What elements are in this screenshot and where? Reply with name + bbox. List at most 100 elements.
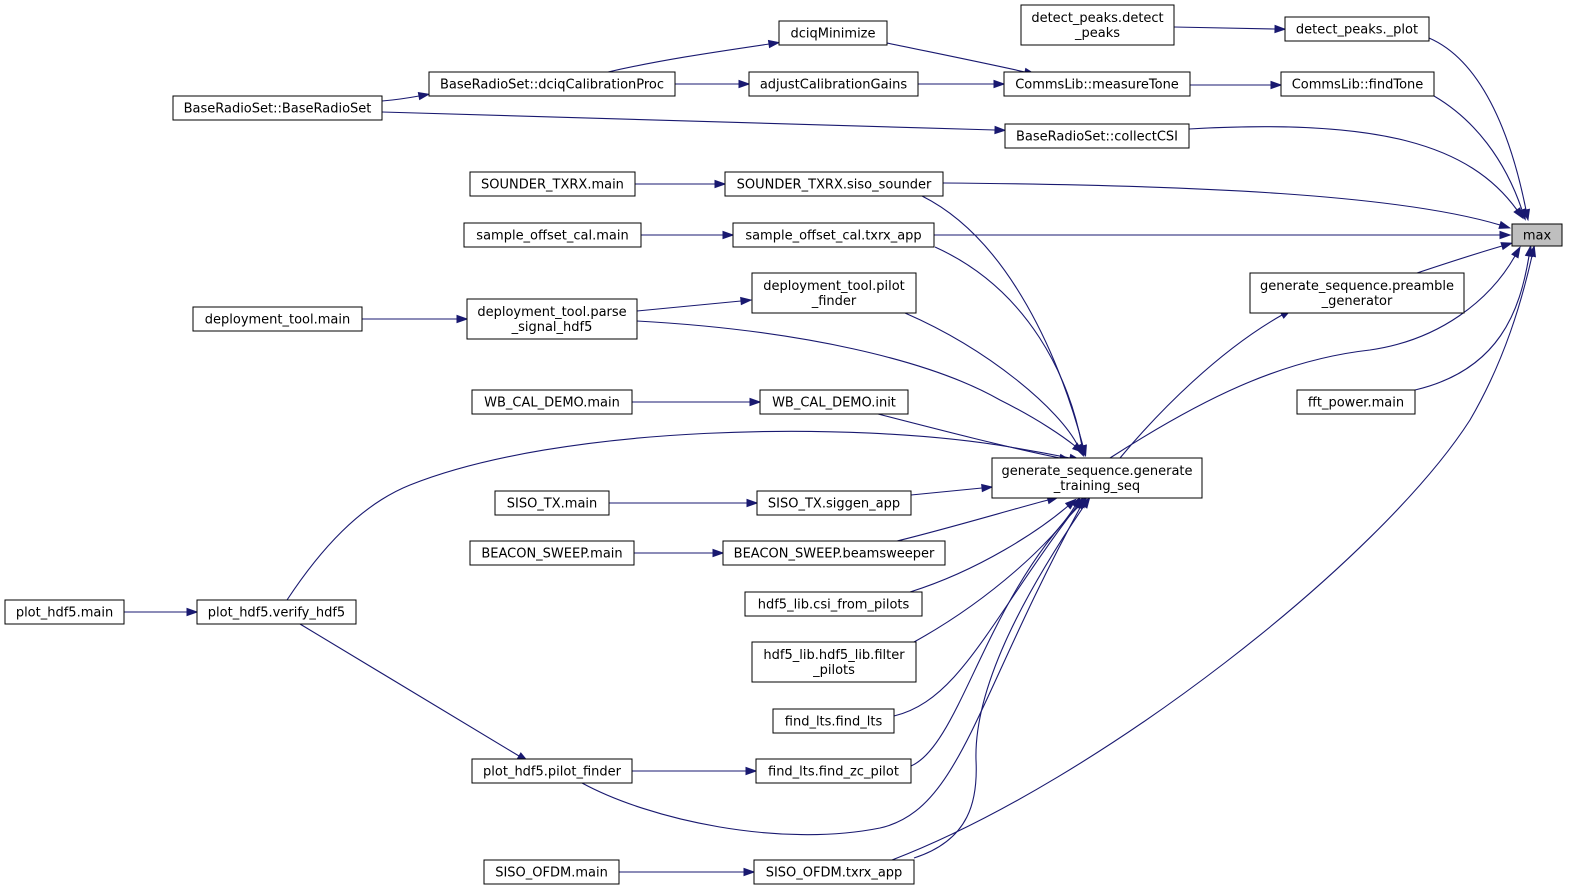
node-fft-power-main[interactable]: fft_power.main [1296, 389, 1416, 415]
node-sounder-txrx-main[interactable]: SOUNDER_TXRX.main [469, 171, 636, 197]
node-sounder-txrx-siso-sounder[interactable]: SOUNDER_TXRX.siso_sounder [724, 171, 944, 197]
edge-line [913, 505, 1076, 643]
node-box [732, 222, 935, 248]
node-box [466, 298, 638, 340]
node-label: generate_sequence.preamble [1260, 279, 1454, 294]
node-box [1249, 272, 1465, 314]
node-dciqminimize[interactable]: dciqMinimize [778, 20, 888, 46]
node-box [759, 389, 909, 415]
node-generate-sequence-generate-training-seq[interactable]: generate_sequence.generate_training_seq [991, 457, 1203, 499]
node-baseradioset-collectcsi[interactable]: BaseRadioSet::collectCSI [1004, 123, 1190, 149]
node-label: plot_hdf5.verify_hdf5 [208, 606, 345, 621]
node-label: detect_peaks.detect [1031, 11, 1163, 26]
node-siso-ofdm-txrx-app[interactable]: SISO_OFDM.txrx_app [753, 859, 915, 885]
arrowhead-icon [994, 125, 1007, 135]
node-sample-offset-cal-txrx-app[interactable]: sample_offset_cal.txrx_app [732, 222, 935, 248]
edge-line [581, 505, 1082, 836]
node-plot-hdf5-verify-hdf5[interactable]: plot_hdf5.verify_hdf5 [196, 599, 357, 625]
node-plot-hdf5-pilot-finder[interactable]: plot_hdf5.pilot_finder [471, 758, 633, 784]
arrowhead-icon [746, 498, 759, 508]
node-label: SISO_OFDM.txrx_app [766, 866, 903, 881]
edge-deployment_tool_main-to-deployment_tool_parse_signal_hdf5 [362, 314, 469, 324]
node-adjustcalibrationgains[interactable]: adjustCalibrationGains [748, 71, 919, 97]
nodes-layer: max detect_peaks._plot detect_peaks.detect… [4, 4, 1563, 885]
edge-line [636, 320, 1076, 447]
node-hdf5-lib-csi-from-pilots[interactable]: hdf5_lib.csi_from_pilots [744, 591, 923, 617]
node-label: WB_CAL_DEMO.init [772, 396, 896, 411]
edge-sounder_txrx_siso_sounder-to-max [942, 182, 1512, 229]
edge-beacon_sweep_main-to-beacon_sweep_beamsweeper [634, 548, 725, 558]
edge-line [1433, 95, 1523, 211]
edge-deployment_tool_parse_signal_hdf5-to-generate_sequence_generate_training_seq [636, 320, 1084, 454]
node-label: _finder [811, 294, 857, 309]
arrowhead-icon [738, 79, 751, 89]
edge-generate_sequence_generate_training_seq-to-max [1109, 245, 1521, 459]
node-deployment-tool-main[interactable]: deployment_tool.main [192, 306, 363, 332]
arrowhead-icon [749, 397, 762, 407]
node-baseradioset-dciqcalibrationproc[interactable]: BaseRadioSet::dciqCalibrationProc [428, 71, 676, 97]
node-label: deployment_tool.main [205, 313, 351, 328]
node-find-lts-find-lts[interactable]: find_lts.find_lts [772, 708, 895, 734]
node-hdf5-lib-filter-pilots[interactable]: hdf5_lib.hdf5_lib.filter_pilots [751, 641, 917, 683]
node-siso-tx-main[interactable]: SISO_TX.main [494, 490, 610, 516]
arrowhead-icon [186, 607, 199, 617]
arrowhead-icon [1511, 245, 1521, 259]
node-label: fft_power.main [1308, 396, 1404, 411]
node-commslib-findtone[interactable]: CommsLib::findTone [1280, 71, 1435, 97]
node-box [471, 758, 633, 784]
node-deployment-tool-pilot-finder[interactable]: deployment_tool.pilot_finder [751, 272, 917, 314]
node-deployment-tool-parse-signal-hdf5[interactable]: deployment_tool.parse_signal_hdf5 [466, 298, 638, 340]
node-box [778, 20, 888, 46]
node-box [751, 272, 917, 314]
node-wb-cal-demo-init[interactable]: WB_CAL_DEMO.init [759, 389, 909, 415]
node-box [751, 641, 917, 683]
node-find-lts-find-zc-pilot[interactable]: find_lts.find_zc_pilot [755, 758, 912, 784]
node-beacon-sweep-beamsweeper[interactable]: BEACON_SWEEP.beamsweeper [722, 540, 946, 566]
node-label: find_lts.find_zc_pilot [768, 765, 899, 780]
node-box [1004, 123, 1190, 149]
node-box [991, 457, 1203, 499]
node-generate-sequence-preamble-generator[interactable]: generate_sequence.preamble_generator [1249, 272, 1465, 314]
node-max: max [1511, 223, 1563, 247]
edge-siso_tx_siggen_app-to-generate_sequence_generate_training_seq [910, 483, 994, 496]
arrowhead-icon [767, 39, 781, 49]
edge-detect_peaks_detect_peaks-to-detect_peaks_plot [1173, 24, 1287, 34]
arrowhead-icon [1498, 220, 1512, 229]
node-plot-hdf5-main[interactable]: plot_hdf5.main [4, 599, 125, 625]
node-label: _signal_hdf5 [511, 320, 593, 335]
node-box [483, 859, 620, 885]
node-label: SISO_TX.siggen_app [768, 497, 900, 512]
node-box [753, 859, 915, 885]
node-detect-peaks-detect-peaks[interactable]: detect_peaks.detect_peaks [1020, 4, 1175, 46]
edge-plot_hdf5_verify_hdf5-to-plot_hdf5_pilot_finder [299, 623, 529, 762]
node-commslib-measuretone[interactable]: CommsLib::measureTone [1003, 71, 1191, 97]
node-label: detect_peaks._plot [1296, 23, 1418, 38]
node-box [756, 490, 912, 516]
node-siso-ofdm-main[interactable]: SISO_OFDM.main [483, 859, 620, 885]
node-label: SOUNDER_TXRX.main [481, 178, 624, 193]
edge-line [910, 505, 1080, 767]
edge-line [904, 312, 1079, 447]
node-label: _generator [1321, 294, 1393, 309]
node-detect-peaks-plot[interactable]: detect_peaks._plot [1284, 16, 1430, 42]
edge-generate_sequence_preamble_generator-to-max [1416, 242, 1514, 274]
node-label: _peaks [1074, 26, 1120, 41]
node-beacon-sweep-main[interactable]: BEACON_SWEEP.main [469, 540, 635, 566]
node-label: deployment_tool.parse [477, 305, 626, 320]
arrowhead-icon [1500, 242, 1514, 251]
edge-find_lts_find_zc_pilot-to-generate_sequence_generate_training_seq [910, 497, 1088, 767]
edge-sample_offset_cal_main-to-sample_offset_cal_txrx_app [641, 230, 735, 240]
edge-line [299, 623, 520, 757]
edge-line [1428, 37, 1527, 211]
node-siso-tx-siggen-app[interactable]: SISO_TX.siggen_app [756, 490, 912, 516]
node-sample-offset-cal-main[interactable]: sample_offset_cal.main [463, 222, 642, 248]
node-wb-cal-demo-main[interactable]: WB_CAL_DEMO.main [471, 389, 633, 415]
node-label: hdf5_lib.hdf5_lib.filter [763, 648, 905, 663]
edge-line [909, 505, 1069, 593]
edge-line [1173, 26, 1276, 30]
edge-line [934, 246, 1083, 447]
node-label: max [1523, 229, 1552, 244]
edge-line [910, 487, 983, 496]
node-label: plot_hdf5.main [16, 606, 113, 621]
node-baseradioset-baseradioset[interactable]: BaseRadioSet::BaseRadioSet [172, 95, 383, 121]
